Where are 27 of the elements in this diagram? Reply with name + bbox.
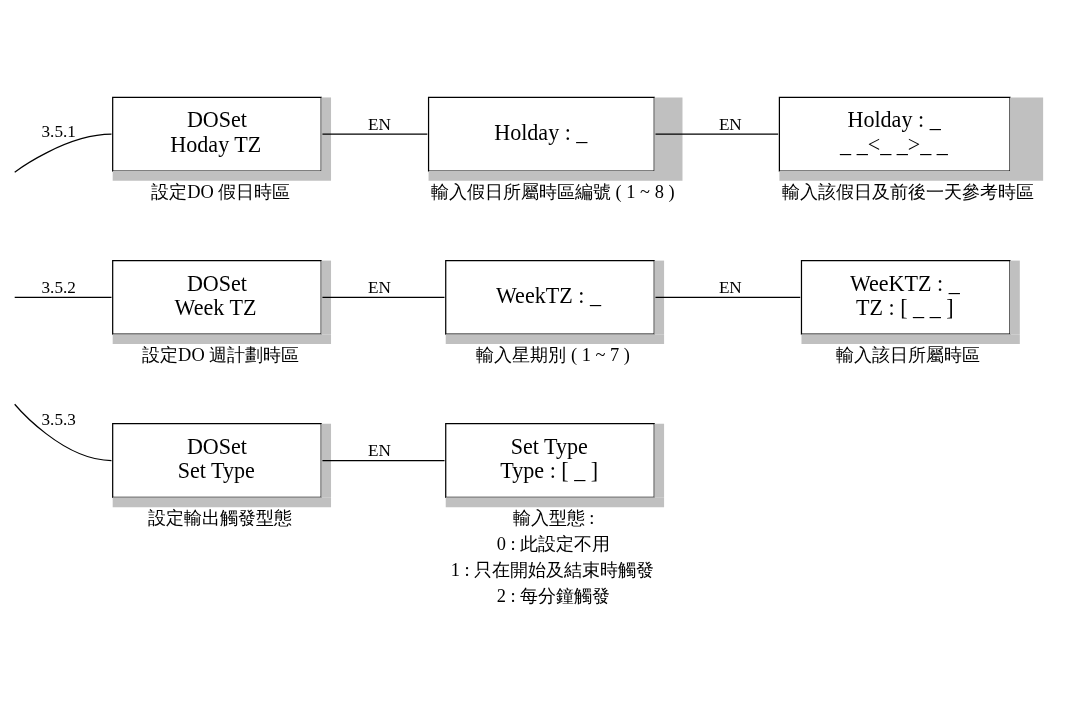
connector [321,133,428,135]
connector [321,459,446,461]
node-label: 0 : 此設定不用 [496,533,611,554]
connector [654,296,801,298]
edge-label: 3.5.3 [41,409,76,429]
connector [321,296,446,298]
node-label: 輸入型態 : [512,507,595,528]
edge-label: EN [368,277,391,297]
node-label: 設定DO 假日時區 [151,181,291,202]
node-label: 1 : 只在開始及結束時觸發 [450,559,655,580]
edge-label: EN [368,114,391,134]
edge-label: EN [368,440,391,460]
node-label: 輸入星期別 ( 1 ~ 7 ) [476,344,630,365]
connector [654,133,779,135]
node-label: 設定DO 週計劃時區 [142,344,300,365]
node-label: 設定輸出觸發型態 [147,507,292,528]
edge-label: EN [718,114,742,134]
connector [14,403,113,461]
edge-label: EN [718,277,742,297]
node-label: 輸入假日所屬時區編號 ( 1 ~ 8 ) [431,181,675,202]
edge-label: 3.5.2 [41,277,76,297]
connector [14,133,113,173]
node-label: 輸入該假日及前後一天參考時區 [781,181,1034,202]
node-label: 2 : 每分鐘觸發 [496,585,611,606]
node-label: 輸入該日所屬時區 [836,344,981,365]
connector [14,296,113,298]
edge-label: 3.5.1 [41,121,76,141]
